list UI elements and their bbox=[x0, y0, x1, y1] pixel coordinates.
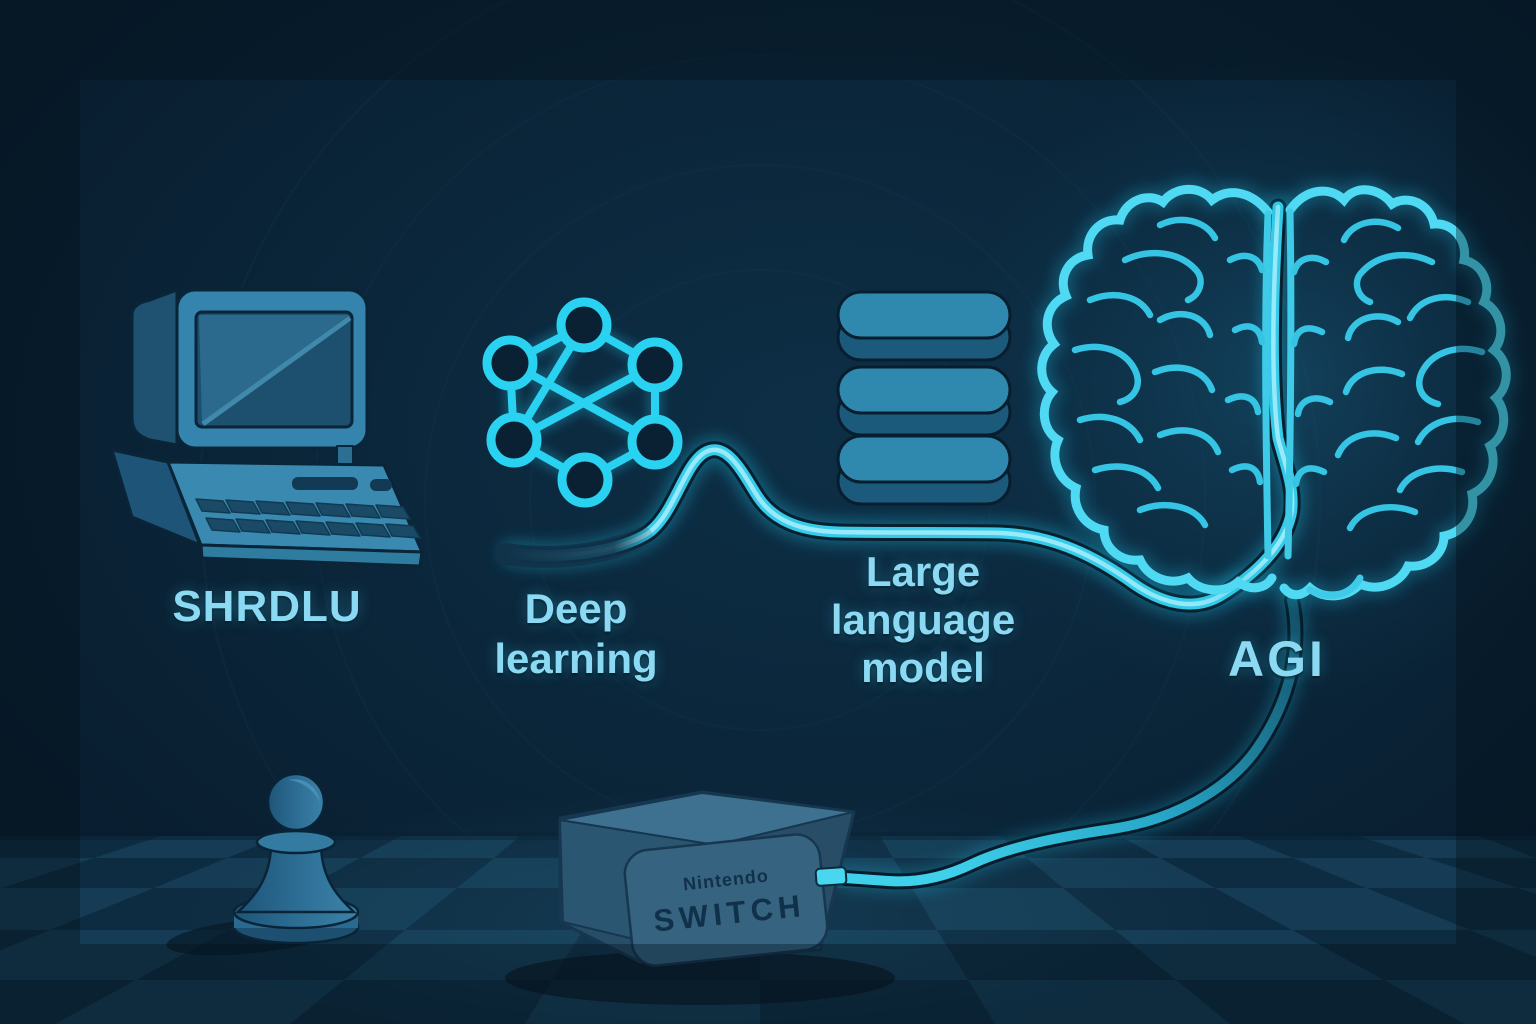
agi-label: AGI bbox=[1228, 631, 1326, 687]
deep-learning-label-line1: Deep bbox=[524, 585, 628, 632]
llm-label-line3: model bbox=[861, 644, 985, 691]
brain-icon bbox=[1033, 181, 1515, 604]
llm-label-line2: language bbox=[830, 596, 1016, 643]
game-console-box: Nintendo SWITCH bbox=[505, 790, 895, 1005]
brain-sulci-left bbox=[1071, 216, 1266, 529]
cable-dim-start bbox=[495, 526, 653, 568]
deep-learning-label: Deep learning bbox=[494, 584, 657, 684]
glowing-cable-to-console bbox=[834, 589, 1307, 893]
llm-label-line1: Large bbox=[865, 548, 981, 595]
cable-plug bbox=[814, 866, 848, 887]
retro-computer-icon bbox=[110, 288, 424, 568]
deep-learning-label-line2: learning bbox=[494, 635, 658, 682]
chess-pawn-icon bbox=[166, 772, 360, 956]
neural-network-icon bbox=[482, 297, 683, 508]
brain-sulci-right bbox=[1290, 218, 1486, 532]
llm-label: Large language model bbox=[831, 548, 1015, 692]
shrdlu-label: SHRDLU bbox=[172, 582, 362, 631]
database-stack-icon bbox=[836, 290, 1012, 506]
